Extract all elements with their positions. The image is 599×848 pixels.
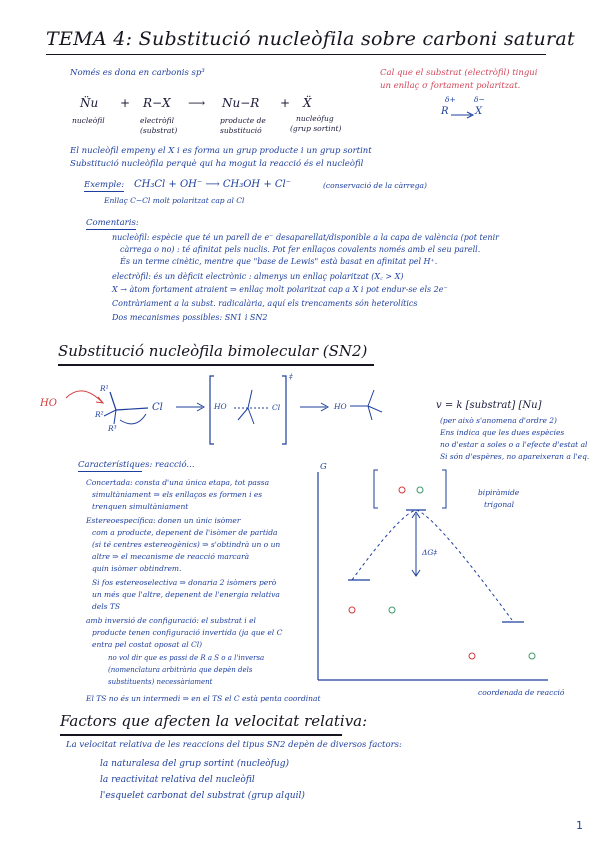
lab-nucleofuge: nucleòfug — [296, 114, 334, 123]
example-equation: CH₃Cl + OH⁻ ⟶ CH₃OH + Cl⁻ — [134, 179, 292, 190]
rxn-nu: N̈u — [80, 96, 99, 110]
rxn-x: Ẍ — [303, 96, 312, 110]
mech-nu-ho: HO — [40, 398, 57, 409]
factors-intro: La velocitat relativa de les reaccions d… — [66, 740, 402, 750]
energy-x-label: coordenada de reacció — [478, 688, 565, 697]
mech-ts-cl: Cl — [272, 403, 281, 412]
factors-heading-underline — [60, 734, 342, 736]
char-6: (si té centres estereogènics) ⇒ s'obtind… — [92, 540, 281, 549]
example-label: Exemple: — [84, 180, 125, 190]
char-10: un més que l'altre, depenent de l'energi… — [92, 590, 280, 599]
mech-r2: R² — [95, 410, 104, 419]
rxn-plus-2: + — [280, 96, 291, 110]
mech-ts-ho: HO — [214, 402, 227, 411]
comment-7: Dos mecanismes possibles: SN1 i SN2 — [112, 313, 268, 322]
factor-3: l'esquelet carbonat del substrat (grup a… — [100, 791, 305, 801]
mech-arrows-icon — [65, 390, 149, 425]
mech-product-ho: HO — [334, 402, 347, 411]
lab-product-2: substitució — [220, 126, 262, 135]
char-12: amb inversió de configuració: el substra… — [86, 616, 256, 625]
rate-note-1: (per això s'anomena d'ordre 2) — [440, 416, 557, 425]
energy-y-label: G — [320, 462, 327, 472]
sn2-heading-underline — [58, 364, 374, 366]
rxn-arrow: ⟶ — [188, 96, 206, 110]
energy-curve — [351, 509, 513, 621]
page-number: 1 — [576, 819, 583, 832]
char-16: (nomenclatura arbitrària que depèn dels — [108, 666, 253, 674]
side-note-line-2: un enllaç σ fortament polaritzat. — [380, 81, 521, 91]
energy-ts-desc-1: bipiràmide — [478, 488, 520, 497]
lab-product-1: producte de — [220, 116, 266, 125]
char-8: quin isòmer obtindrem. — [92, 564, 182, 573]
comment-6: Contràriament a la subst. radicalària, a… — [112, 299, 418, 308]
rxn-rx: R−X — [143, 96, 171, 110]
char-17: substituents) necessàriament — [108, 678, 213, 686]
char-7: altre ⇒ el mecanisme de reacció marcarà — [92, 552, 250, 561]
mech-product-skeleton-icon — [350, 389, 383, 421]
rate-note-3: no d'estar a soles o a l'efecte d'estat … — [440, 440, 588, 449]
polar-arrow-icon — [451, 111, 475, 119]
mech-forward-arrow-2-icon — [300, 402, 330, 412]
comments-heading: Comentaris: — [86, 218, 139, 228]
sn2-heading: Substitució nucleòfila bimolecular (SN2) — [58, 342, 368, 360]
page-title: TEMA 4: Substitució nucleòfila sobre car… — [46, 28, 575, 50]
intro-note: Només es dona en carbonis sp³ — [70, 68, 205, 78]
energy-diagram — [317, 469, 548, 681]
rxn-plus-1: + — [120, 96, 131, 110]
char-14: entra pel costat oposat al Cl) — [92, 640, 203, 649]
explanation-1: El nucleòfil empeny el X i es forma un g… — [70, 146, 372, 156]
char-15: no vol dir que es passi de R a S o a l'i… — [108, 654, 265, 662]
comment-4: electròfil: és un dèficit electrònic : a… — [112, 272, 404, 281]
mech-ts-dagger: ‡ — [289, 372, 293, 381]
explanation-2: Substitució nucleòfila perquè qui ha mog… — [70, 159, 364, 169]
polar-dplus: δ+ — [445, 95, 456, 104]
mech-r3: R³ — [108, 424, 117, 433]
energy-ts-desc-2: trigonal — [484, 500, 515, 509]
char-13: producte tenen configuració invertida (j… — [92, 628, 283, 637]
comment-1: nucleòfil: espècie que té un parell de e… — [112, 233, 499, 242]
factor-2: la reactivitat relativa del nucleòfil — [100, 775, 255, 785]
mech-ts-bracket-icon — [209, 375, 287, 445]
char-9: Si fos estereoselectiva ⇒ donaria 2 isòm… — [92, 578, 277, 587]
rate-note-2: Ens indica que les dues espècies — [440, 428, 565, 437]
char-18: El TS no és un intermedi ⇒ en el TS el C… — [86, 694, 321, 703]
factors-heading: Factors que afecten la velocitat relativ… — [60, 712, 368, 730]
rate-law: v = k [substrat] [Nu] — [436, 400, 542, 411]
char-3: trenquen simultàniament — [92, 502, 189, 511]
example-note: (conservació de la càrrega) — [323, 181, 427, 190]
mech-forward-arrow-1-icon — [176, 402, 206, 412]
lab-leaving-group: (grup sortint) — [290, 124, 342, 133]
mech-cl: Cl — [152, 402, 163, 413]
polar-dminus: δ− — [474, 95, 485, 104]
lab-nucleophile: nucleòfil — [72, 116, 105, 125]
comments-underline — [86, 229, 136, 230]
rate-note-4: Si són d'espères, no apareixeran a l'eq. — [440, 452, 590, 461]
char-2: simultàniament ⇒ els enllaços es formen … — [92, 490, 263, 499]
energy-barrier-label: ΔG‡ — [422, 548, 438, 557]
char-4: Estereoespecífica: donen un únic isòmer — [86, 516, 241, 525]
comment-3: És un terme cinètic, mentre que "base de… — [120, 257, 438, 266]
characteristics-underline — [78, 471, 142, 472]
title-divider — [46, 54, 546, 55]
char-5: com a producte, depenent de l'isòmer de … — [92, 528, 278, 537]
example-underline — [84, 191, 124, 192]
lab-electrophile: electròfil — [140, 116, 174, 125]
comment-5: X → àtom fortament atraient ⇒ enllaç mol… — [112, 285, 448, 294]
mech-r1: R¹ — [100, 384, 109, 393]
lab-substrate: (substrat) — [140, 126, 178, 135]
char-1: Concertada: consta d'una única etapa, to… — [86, 478, 270, 487]
example-sub: Enllaç C−Cl molt polaritzat cap al Cl — [104, 196, 245, 205]
side-note-line-1: Cal que el substrat (electròfil) tingui — [380, 68, 538, 78]
factor-1: la naturalesa del grup sortint (nucleòfu… — [100, 759, 289, 769]
polar-r: R — [441, 106, 449, 117]
polar-x: X — [475, 106, 483, 117]
comment-2: càrrega o no) : té afinitat pels nuclis.… — [120, 245, 481, 254]
rxn-nur: Nu−R — [222, 96, 260, 110]
characteristics-heading: Característiques: reacció... — [78, 460, 195, 470]
char-11: dels TS — [92, 602, 121, 611]
